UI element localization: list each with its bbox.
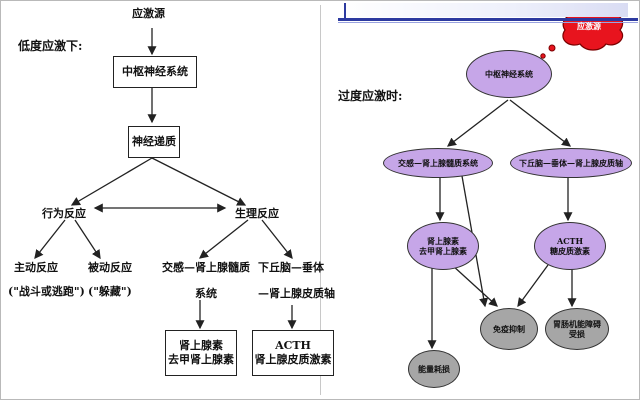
header-rule-light	[338, 22, 638, 23]
hpa-label-line2: —肾上腺皮质轴	[258, 287, 335, 300]
stress-cloud-label: 应激源	[577, 21, 601, 31]
corticoid-line2: 肾上腺皮质激素	[254, 353, 332, 366]
right-heading: 过度应激时:	[338, 89, 403, 103]
immune-suppression-ellipse: 免疫抑制	[480, 308, 538, 350]
left-heading: 低度应激下:	[18, 39, 83, 53]
glucocorticoid-ellipse-line1: ACTH	[556, 236, 584, 246]
hpa-label-line1: 下丘脑—垂体	[258, 261, 324, 274]
header-rule-dark	[338, 18, 638, 21]
catecholamine-ellipse-line2: 去甲肾上腺素	[419, 246, 467, 256]
stress-source-label: 应激源	[132, 7, 165, 20]
corticoid-box: ACTH 肾上腺皮质激素	[252, 330, 334, 376]
corticoid-line1: ACTH	[275, 338, 311, 352]
sympathetic-label-line2: 系统	[195, 287, 217, 300]
gut-dysfunction-ellipse: 胃肠机能障碍 受损	[545, 308, 609, 350]
header-accent-vertical	[344, 3, 346, 19]
hpa-ellipse: 下丘脑—垂体—肾上腺皮质轴	[510, 148, 632, 178]
sympathetic-label-line1: 交感—肾上腺髓质	[162, 261, 250, 274]
gut-dysfunction-line2: 受损	[569, 329, 585, 339]
catecholamine-line1: 肾上腺素	[179, 338, 223, 352]
gut-dysfunction-line1: 胃肠机能障碍	[553, 319, 601, 329]
catecholamine-ellipse: 肾上腺素 去甲肾上腺素	[407, 222, 479, 270]
catecholamine-line2: 去甲肾上腺素	[168, 353, 234, 366]
hiding-label: ("躲藏")	[88, 285, 132, 298]
glucocorticoid-ellipse-line2: 糖皮质激素	[550, 246, 590, 256]
cns-ellipse: 中枢神经系统	[466, 50, 552, 98]
glucocorticoid-ellipse: ACTH 糖皮质激素	[534, 222, 606, 270]
passive-response-label: 被动反应	[88, 261, 132, 274]
physiological-response-label: 生理反应	[235, 207, 279, 220]
catecholamine-ellipse-line1: 肾上腺素	[427, 236, 459, 246]
header-band	[338, 3, 628, 17]
energy-depletion-ellipse: 能量耗损	[408, 350, 460, 388]
behavior-response-label: 行为反应	[42, 207, 86, 220]
panel-divider	[320, 5, 321, 395]
sympathetic-ellipse: 交感—肾上腺髓质系统	[383, 148, 493, 178]
fight-or-flight-label: ("战斗或逃跑")	[8, 285, 85, 298]
left-connectors	[34, 28, 297, 330]
active-response-label: 主动反应	[14, 261, 58, 274]
catecholamine-box: 肾上腺素 去甲肾上腺素	[165, 330, 237, 376]
neurotransmitter-box: 神经递质	[128, 126, 180, 158]
cns-box: 中枢神经系统	[113, 56, 197, 88]
